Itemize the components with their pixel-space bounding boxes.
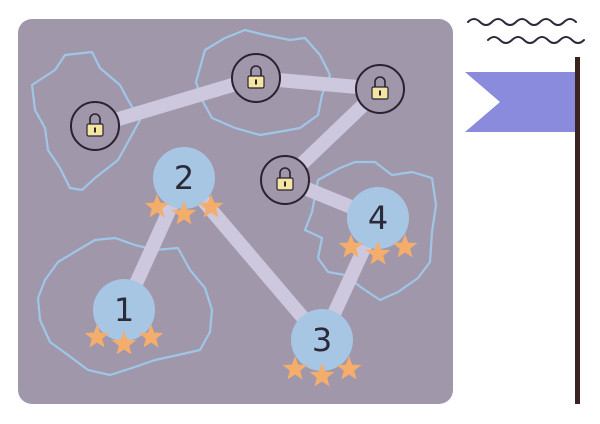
star-icon [365, 241, 391, 265]
level-number: 4 [368, 199, 388, 237]
locked-level-node[interactable] [260, 155, 310, 205]
star-icon [282, 356, 308, 380]
lock-icon [371, 76, 389, 100]
star-icon [198, 194, 224, 218]
level-node-3[interactable]: 3 [291, 309, 353, 371]
star-icon [336, 356, 362, 380]
star-ratings [84, 194, 418, 387]
lock-icon [276, 167, 294, 191]
goal-flag[interactable] [465, 57, 580, 404]
star-icon [144, 194, 170, 218]
level-node-4[interactable]: 4 [347, 187, 409, 249]
star-icon [111, 331, 137, 355]
path-lock1-lock2 [88, 71, 263, 133]
island-outline-bottom-left [36, 236, 214, 377]
flag-banner [465, 72, 576, 132]
star-icon [392, 234, 418, 258]
island-outline-right [303, 160, 438, 302]
star-icon [84, 324, 110, 348]
level-node-2[interactable]: 2 [153, 147, 215, 209]
locked-level-node[interactable] [70, 101, 120, 151]
star-icon [309, 363, 335, 387]
lock-icon [86, 113, 104, 137]
star-icon [171, 201, 197, 225]
star-icon [138, 324, 164, 348]
flag-pole [575, 57, 580, 404]
locked-level-node[interactable] [231, 53, 281, 103]
locked-level-node[interactable] [355, 64, 405, 114]
island-outline-top-left [30, 50, 142, 192]
star-icon [338, 234, 364, 258]
island-outline-top-center [194, 28, 332, 137]
lock-icon [247, 65, 265, 89]
level-number: 3 [312, 321, 332, 359]
level-number: 2 [174, 159, 194, 197]
wave-decoration [467, 18, 585, 44]
level-node-1[interactable]: 1 [93, 279, 155, 341]
level-number: 1 [114, 291, 134, 329]
